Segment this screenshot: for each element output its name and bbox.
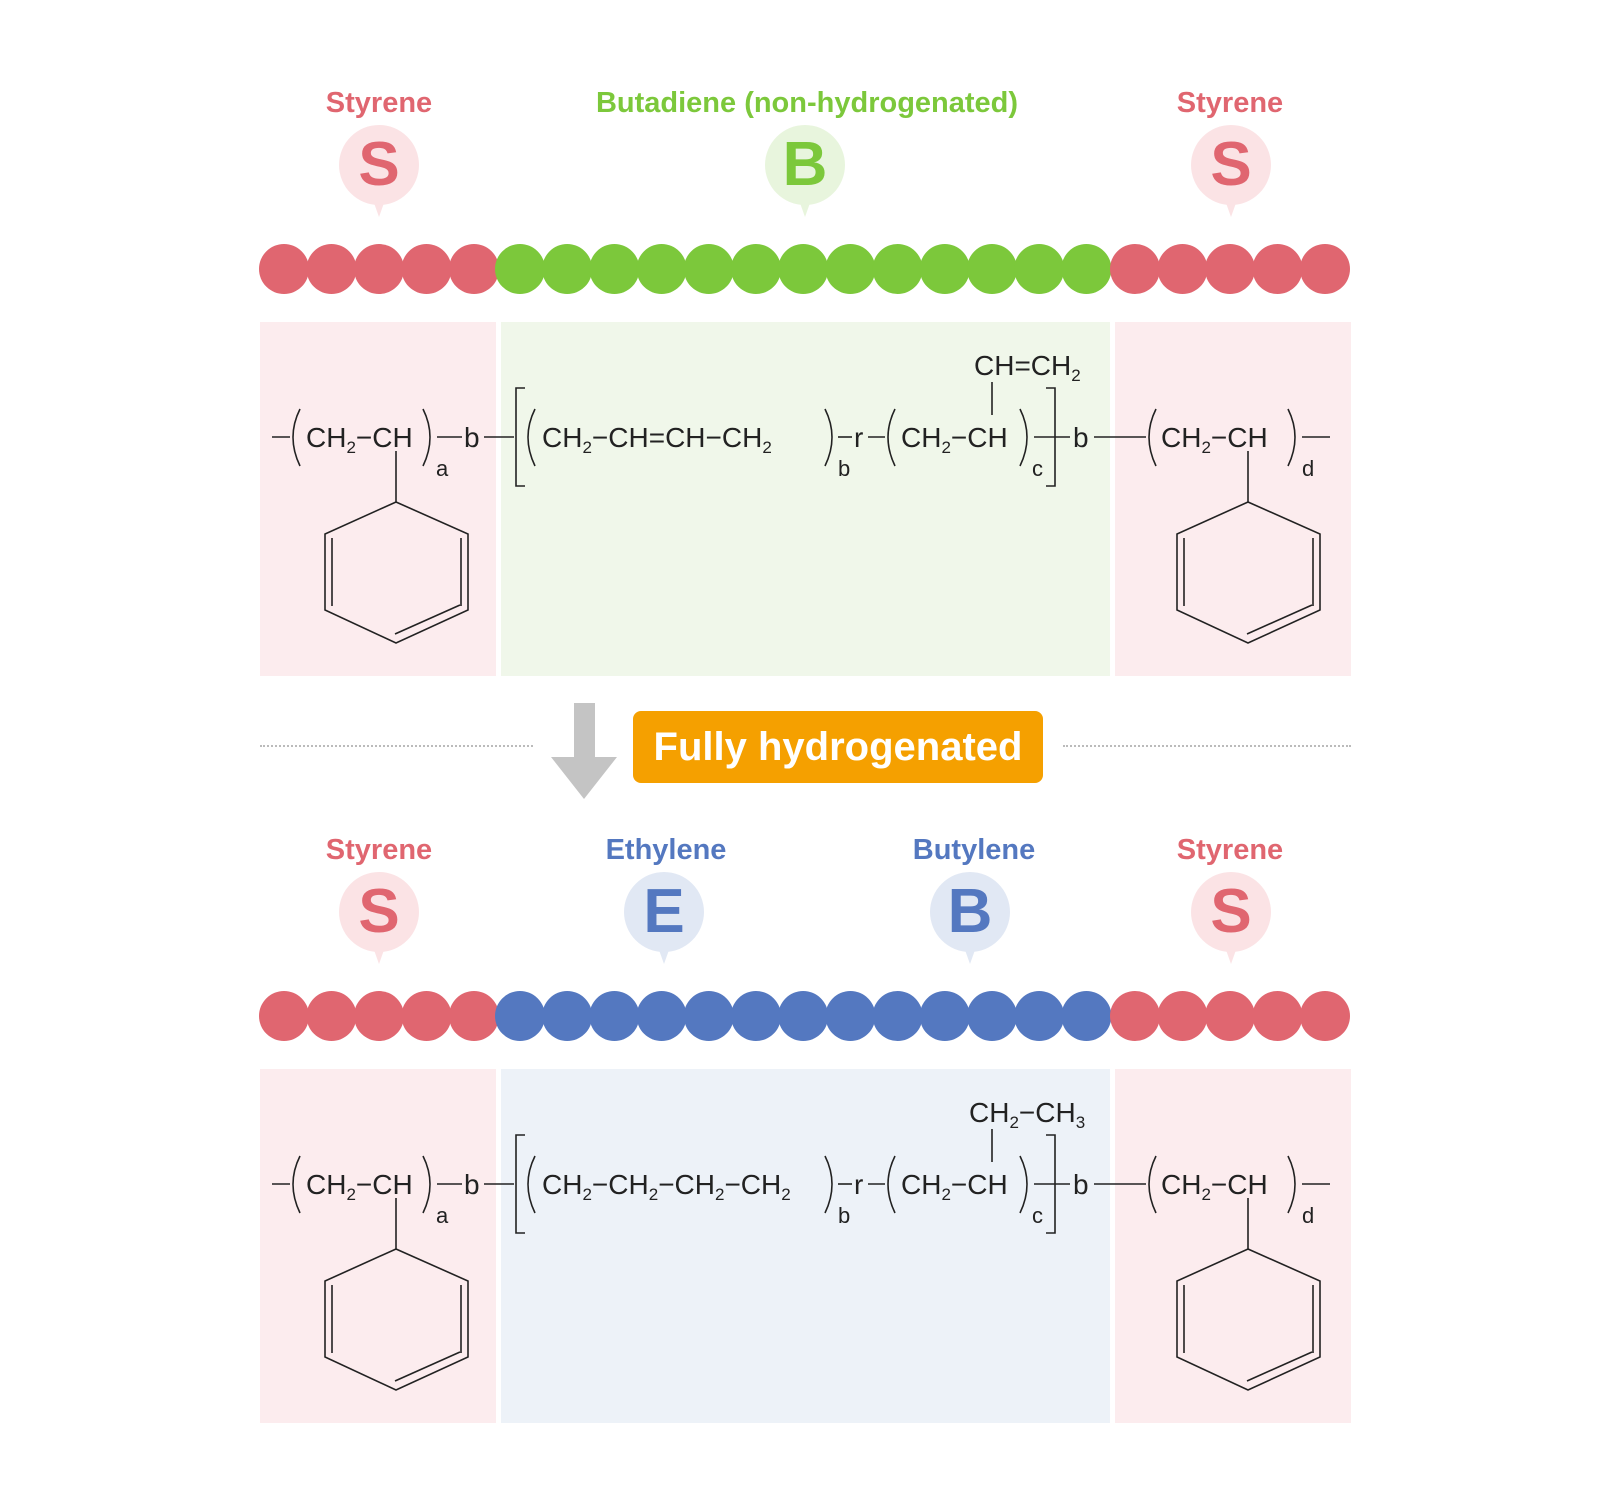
bottom-middle-bead	[778, 991, 829, 1041]
top-middle-bead	[495, 244, 545, 294]
top-sub-c: c	[1032, 456, 1043, 481]
right-divider	[1063, 745, 1351, 747]
butylene-b-marker: B	[930, 872, 1010, 952]
bottom-ethylene-butylene-panel	[501, 1069, 1110, 1423]
top-left-styrene-panel	[260, 322, 496, 676]
top-styrene-bead	[306, 244, 357, 294]
bottom-link-b-right: b	[1073, 1169, 1089, 1200]
top-styrene-bead	[1252, 244, 1303, 294]
top-styrene-bead	[1300, 244, 1350, 294]
top-middle-bead	[778, 244, 829, 294]
bottom-sub-c: c	[1032, 1203, 1043, 1228]
left-divider	[260, 745, 533, 747]
top-middle-bead	[589, 244, 640, 294]
bottom-left-s-marker: S	[339, 872, 419, 952]
top-right-styrene-label: Styrene	[1176, 87, 1284, 119]
top-styrene-bead	[449, 244, 499, 294]
top-middle-bead	[967, 244, 1017, 294]
bottom-middle-bead	[967, 991, 1017, 1041]
bottom-right-styrene-panel	[1115, 1069, 1351, 1423]
bottom-styrene-bead	[1110, 991, 1160, 1041]
butylene-label: Butylene	[912, 834, 1036, 866]
top-styrene-bead	[401, 244, 452, 294]
top-left-s-marker: S	[339, 125, 419, 205]
top-styrene-bead	[259, 244, 309, 294]
top-butadiene-panel	[501, 322, 1110, 676]
bottom-middle-bead	[542, 991, 593, 1041]
bottom-link-r: r	[854, 1169, 863, 1200]
top-styrene-bead	[1157, 244, 1208, 294]
top-styrene-bead	[1110, 244, 1160, 294]
bottom-styrene-bead	[1252, 991, 1303, 1041]
svg-text:CH2−CH: CH2−CH	[901, 1169, 1008, 1204]
top-middle-bead	[1061, 244, 1112, 294]
svg-text:CH2−CH: CH2−CH	[306, 1169, 413, 1204]
ethylene-label: Ethylene	[605, 834, 727, 866]
top-middle-bead	[731, 244, 781, 294]
bottom-styrene-bead	[306, 991, 357, 1041]
top-link-r: r	[854, 422, 863, 453]
bottom-middle-bead	[1061, 991, 1112, 1041]
bottom-styrene-bead	[1205, 991, 1255, 1041]
bottom-middle-bead	[1014, 991, 1065, 1041]
bottom-styrene-bead	[1300, 991, 1350, 1041]
bottom-middle-bead	[589, 991, 640, 1041]
bottom-styrene-bead	[449, 991, 499, 1041]
top-link-b-right: b	[1073, 422, 1089, 453]
top-side-group: CH=CH2	[974, 350, 1081, 385]
bottom-middle-bead	[825, 991, 876, 1041]
bottom-side-group: CH2−CH3	[969, 1097, 1085, 1132]
top-middle-bead	[919, 244, 970, 294]
fully-hydrogenated-badge: Fully hydrogenated	[633, 711, 1043, 783]
butadiene-b-marker: B	[765, 125, 845, 205]
svg-text:CH2−CH: CH2−CH	[1161, 422, 1268, 457]
top-middle-bead	[872, 244, 923, 294]
bottom-left-styrene-label: Styrene	[325, 834, 433, 866]
bottom-middle-bead	[683, 991, 734, 1041]
bottom-left-styrene-panel	[260, 1069, 496, 1423]
top-sub-a: a	[436, 456, 449, 481]
top-right-styrene-panel	[1115, 322, 1351, 676]
top-sub-b: b	[838, 456, 850, 481]
top-middle-bead	[1014, 244, 1065, 294]
bottom-styrene-bead	[259, 991, 309, 1041]
bottom-styrene-bead	[354, 991, 404, 1041]
top-styrene-bead	[354, 244, 404, 294]
butadiene-label: Butadiene (non-hydrogenated)	[595, 87, 1019, 119]
ethylene-e-marker: E	[624, 872, 704, 952]
svg-text:CH2−CH: CH2−CH	[901, 422, 1008, 457]
top-sub-d: d	[1302, 456, 1314, 481]
svg-text:CH2−CH2−CH2−CH2: CH2−CH2−CH2−CH2	[542, 1169, 791, 1204]
bottom-right-s-marker: S	[1191, 872, 1271, 952]
svg-text:CH2−CH: CH2−CH	[1161, 1169, 1268, 1204]
bottom-middle-bead	[919, 991, 970, 1041]
top-middle-bead	[636, 244, 687, 294]
svg-text:CH2−CH: CH2−CH	[306, 422, 413, 457]
top-middle-bead	[825, 244, 876, 294]
top-left-styrene-label: Styrene	[325, 87, 433, 119]
bottom-sub-b: b	[838, 1203, 850, 1228]
bottom-sub-d: d	[1302, 1203, 1314, 1228]
bottom-middle-bead	[495, 991, 545, 1041]
bottom-middle-bead	[872, 991, 923, 1041]
top-middle-bead	[683, 244, 734, 294]
bottom-right-styrene-label: Styrene	[1176, 834, 1284, 866]
bottom-sub-a: a	[436, 1203, 449, 1228]
top-styrene-bead	[1205, 244, 1255, 294]
bottom-middle-bead	[731, 991, 781, 1041]
top-right-s-marker: S	[1191, 125, 1271, 205]
bottom-link-b-left: b	[464, 1169, 480, 1200]
bottom-styrene-bead	[1157, 991, 1208, 1041]
svg-text:CH2−CH=CH−CH2: CH2−CH=CH−CH2	[542, 422, 772, 457]
bottom-styrene-bead	[401, 991, 452, 1041]
top-middle-bead	[542, 244, 593, 294]
top-link-b-left: b	[464, 422, 480, 453]
bottom-middle-bead	[636, 991, 687, 1041]
